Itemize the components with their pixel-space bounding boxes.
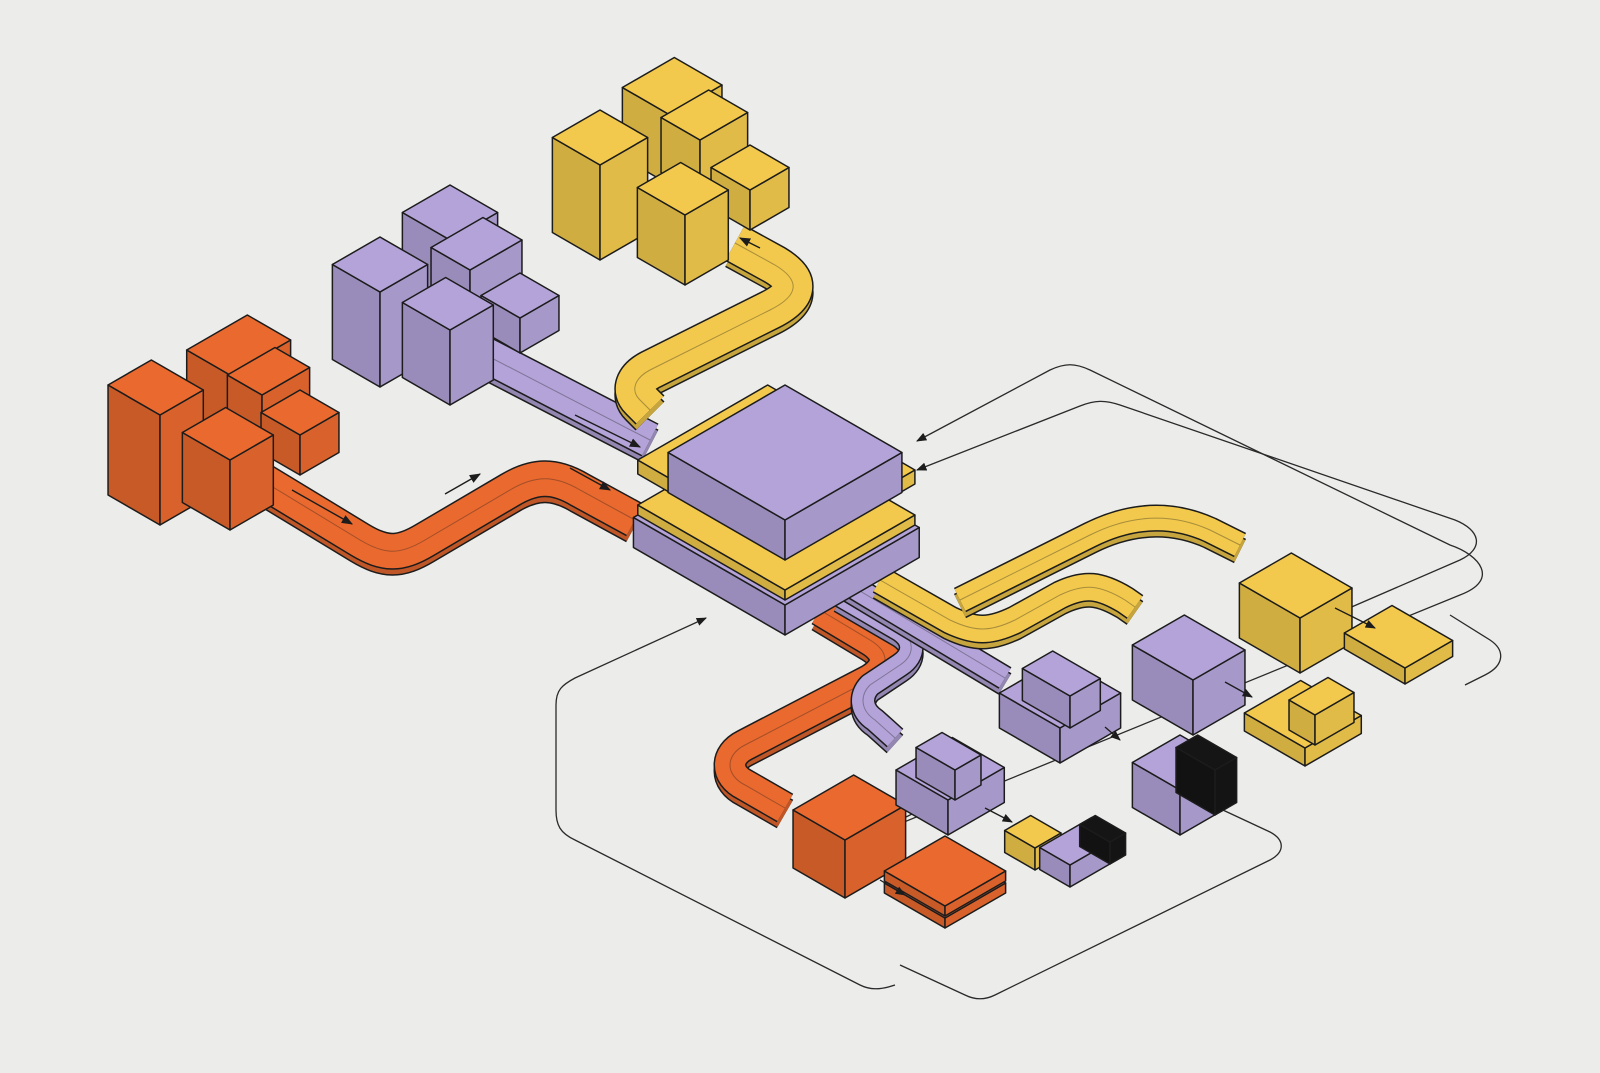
lavender-flow-in bbox=[471, 335, 659, 463]
yellow-flow-out-b bbox=[872, 567, 1144, 650]
lavender-cube-top-face bbox=[1131, 614, 1246, 681]
orange-cluster-right-block-top-face bbox=[260, 389, 340, 436]
lavender-step-low-riser-top-face bbox=[915, 731, 982, 771]
hub-top-block-top-face bbox=[667, 384, 903, 521]
split-block-black bbox=[1078, 814, 1127, 865]
yellow-cluster-front-block bbox=[636, 161, 730, 286]
orange-cluster-front-block bbox=[181, 406, 275, 531]
flow-arrow-3 bbox=[569, 467, 611, 491]
lavender-cluster-mid-block-top-face bbox=[430, 216, 523, 271]
yellow-plate bbox=[1343, 604, 1454, 685]
split-block-black-top-face bbox=[1078, 814, 1127, 843]
flow-arrow-2 bbox=[444, 473, 481, 495]
flow-arrow-5 bbox=[738, 237, 761, 249]
yellow-cluster-tall-block-top-face bbox=[551, 109, 649, 166]
yellow-cluster-right-block bbox=[710, 144, 790, 231]
yellow-flow-out bbox=[614, 225, 814, 431]
lavender-flow-out-b bbox=[843, 574, 1012, 695]
lavender-black-block-black-top-face bbox=[1175, 734, 1238, 771]
orange-plate-high-top-face bbox=[883, 835, 1007, 907]
flow-ribbons bbox=[248, 225, 1247, 829]
link-step-low-to-split bbox=[984, 807, 1013, 823]
link-yellow-cube-to-plate bbox=[1334, 607, 1376, 629]
yellow-cluster-right-block-top-face bbox=[710, 144, 790, 191]
link-orange-cube-to-plate bbox=[879, 879, 906, 896]
flow-arrow-4 bbox=[574, 414, 642, 448]
lavender-cluster-tall-block-top-face bbox=[331, 236, 429, 293]
lavender-step-mid-riser-top-face bbox=[1021, 650, 1102, 697]
yellow-cluster-mid-block-top-face bbox=[660, 89, 749, 141]
lavender-step-low-riser bbox=[915, 731, 982, 801]
flow-arrow-1 bbox=[291, 489, 353, 525]
orange-flow-out bbox=[713, 595, 902, 829]
lavender-cluster-front-block-top-face bbox=[401, 276, 495, 331]
orange-cube-top-face bbox=[792, 774, 907, 841]
orange-cube bbox=[792, 774, 907, 899]
link-step-mid-to-black-block bbox=[1104, 726, 1121, 741]
feedback-loop-inner bbox=[916, 400, 1502, 686]
orange-flow-in bbox=[248, 460, 644, 576]
yellow-step-riser bbox=[1288, 676, 1355, 746]
yellow-flow-out-c bbox=[953, 504, 1247, 619]
orange-cluster-front-block-top-face bbox=[181, 406, 275, 461]
yellow-cluster-front-block-top-face bbox=[636, 161, 730, 216]
lavender-cluster-front-block bbox=[401, 276, 495, 406]
orange-cluster-tall-block-top-face bbox=[107, 359, 205, 416]
hub-top-block bbox=[667, 384, 903, 561]
feedback-loop-left bbox=[555, 618, 1282, 1000]
orange-cluster-mid-block-top-face bbox=[226, 346, 311, 396]
yellow-step-riser-top-face bbox=[1288, 676, 1355, 716]
lavender-step-mid-riser bbox=[1021, 650, 1102, 729]
orange-plate-high bbox=[883, 835, 1007, 917]
lavender-cluster-right-block-top-face bbox=[480, 272, 560, 319]
link-lavender-cube-to-yellow-step bbox=[1224, 681, 1253, 698]
lavender-black-block-black bbox=[1175, 734, 1238, 816]
lavender-cube bbox=[1131, 614, 1246, 736]
orange-cluster-right-block bbox=[260, 389, 340, 476]
blocks bbox=[107, 56, 1454, 929]
split-block-yellow-top-face bbox=[1003, 814, 1062, 849]
yellow-cube bbox=[1238, 552, 1353, 674]
yellow-cube-top-face bbox=[1238, 552, 1353, 619]
yellow-cluster-tall-block bbox=[551, 109, 649, 261]
